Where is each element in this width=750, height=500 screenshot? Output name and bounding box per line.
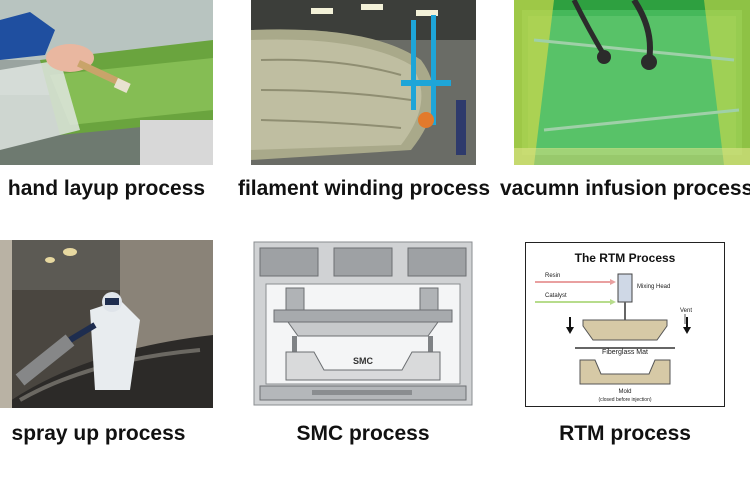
smc-diagram: SMC xyxy=(252,240,474,407)
caption-rtm: RTM process xyxy=(559,422,691,445)
smc-label: SMC xyxy=(353,356,374,366)
rtm-mat-label: Fiberglass Mat xyxy=(602,349,648,356)
vacuum-infusion-photo xyxy=(514,0,750,165)
caption-smc: SMC process xyxy=(296,422,430,445)
caption-hand-layup: hand layup process xyxy=(7,177,206,200)
rtm-title: The RTM Process xyxy=(575,251,676,265)
rtm-mold-label: Mold xyxy=(618,389,631,395)
rtm-diagram: The RTM Process Resin Catalyst Mixing He… xyxy=(525,242,725,407)
rtm-mold-note: (closed before injection) xyxy=(598,397,651,403)
filament-winding-photo xyxy=(251,0,476,165)
caption-spray-up: spray up process xyxy=(11,422,186,445)
rtm-catalyst-label: Catalyst xyxy=(545,293,567,299)
rtm-resin-label: Resin xyxy=(545,273,560,279)
hand-layup-photo xyxy=(0,0,213,165)
rtm-mixing-head xyxy=(617,273,633,303)
caption-filament-winding: filament winding process xyxy=(237,177,491,200)
spray-up-photo xyxy=(0,240,213,408)
caption-vacuum-infusion: vacumn infusion process xyxy=(500,177,750,200)
rtm-vent-label: Vent xyxy=(680,308,692,314)
rtm-mixing-head-label: Mixing Head xyxy=(637,284,670,290)
